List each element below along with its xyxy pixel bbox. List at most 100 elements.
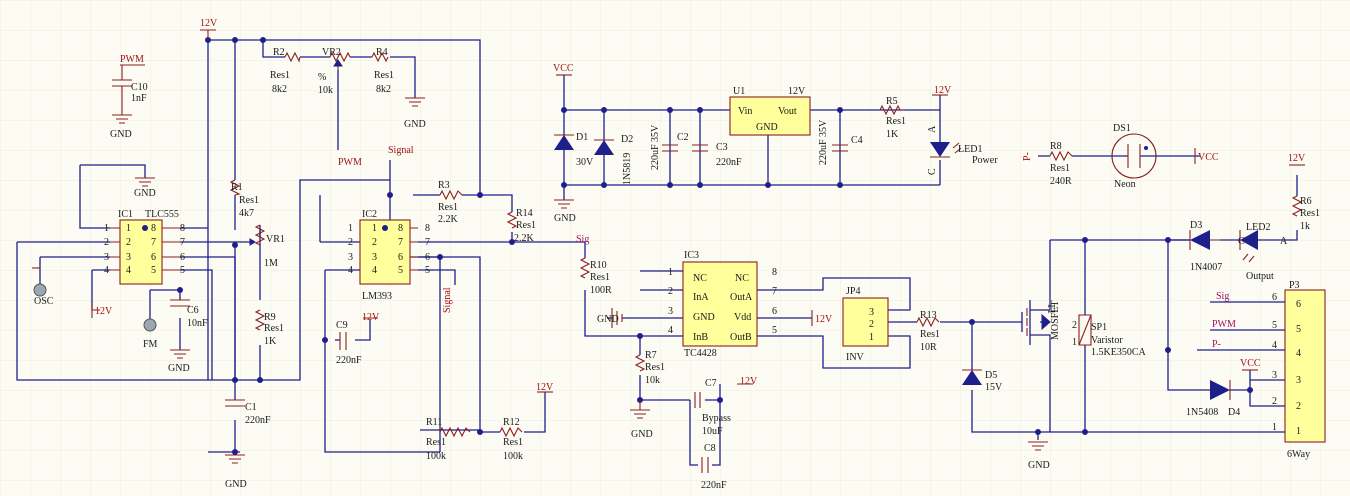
svg-text:InA: InA — [693, 292, 709, 303]
svg-text:2: 2 — [668, 286, 673, 297]
resistor-r2: R2 Res1 8k2 — [270, 47, 301, 95]
svg-text:LED2: LED2 — [1246, 222, 1270, 233]
svg-text:IC2: IC2 — [362, 209, 377, 220]
svg-text:10R: 10R — [920, 342, 937, 353]
svg-text:5: 5 — [151, 265, 156, 276]
svg-text:GND: GND — [693, 312, 715, 323]
svg-text:2: 2 — [126, 237, 131, 248]
svg-text:4k7: 4k7 — [239, 208, 254, 219]
svg-text:R10: R10 — [590, 260, 607, 271]
svg-text:5: 5 — [425, 265, 430, 276]
svg-text:P-: P- — [1022, 152, 1033, 161]
resistor-r6: 12V R6 Res1 1k — [1288, 153, 1320, 232]
resistor-r11: R11 Res1 100k — [426, 417, 471, 462]
svg-text:D3: D3 — [1190, 220, 1202, 231]
resistor-r9: R9 Res1 1K — [254, 309, 284, 347]
svg-text:7: 7 — [151, 237, 156, 248]
svg-text:GND: GND — [168, 363, 190, 374]
svg-text:VR2: VR2 — [322, 47, 341, 58]
svg-text:Vout: Vout — [778, 106, 797, 117]
svg-text:6: 6 — [180, 252, 185, 263]
svg-text:3: 3 — [1272, 370, 1277, 381]
resistor-r13: R13 Res1 10R — [916, 310, 940, 353]
probe-fm: FM — [143, 318, 158, 350]
svg-text:NC: NC — [693, 273, 707, 284]
svg-text:R2: R2 — [273, 47, 285, 58]
svg-text:Output: Output — [1246, 271, 1274, 282]
gnd-mosfet: GND — [1028, 441, 1050, 471]
svg-text:8k2: 8k2 — [376, 84, 391, 95]
svg-text:GND: GND — [1028, 460, 1050, 471]
svg-text:7: 7 — [180, 237, 185, 248]
capacitor-c4: 220uF 35V C4 — [818, 119, 863, 165]
svg-text:R7: R7 — [645, 350, 657, 361]
svg-text:IC1: IC1 — [118, 209, 133, 220]
svg-text:GND: GND — [631, 429, 653, 440]
svg-text:1: 1 — [668, 267, 673, 278]
svg-text:D5: D5 — [985, 370, 997, 381]
svg-text:6: 6 — [1272, 292, 1277, 303]
svg-text:10nF: 10nF — [187, 318, 208, 329]
svg-text:1nF: 1nF — [131, 93, 147, 104]
svg-text:100k: 100k — [503, 451, 523, 462]
svg-text:INV: INV — [846, 352, 865, 363]
svg-text:2: 2 — [1272, 396, 1277, 407]
svg-text:VR1: VR1 — [266, 234, 285, 245]
svg-text:D4: D4 — [1228, 407, 1240, 418]
svg-text:12V: 12V — [815, 314, 833, 325]
junctions-right — [1035, 237, 1253, 435]
svg-text:VCC: VCC — [553, 63, 574, 74]
svg-text:R8: R8 — [1050, 141, 1062, 152]
svg-text:A: A — [927, 125, 938, 133]
ic1-tlc555: IC1 TLC555 1 2 3 4 1 2 3 4 8 7 6 5 8 7 6… — [104, 209, 185, 285]
resistor-r3: R3 Res1 2.2K — [438, 180, 463, 225]
svg-text:12V: 12V — [740, 376, 758, 387]
svg-text:6: 6 — [1296, 299, 1301, 310]
svg-text:7: 7 — [425, 237, 430, 248]
svg-text:R4: R4 — [376, 47, 388, 58]
svg-text:Res1: Res1 — [426, 437, 446, 448]
diode-d3: D3 1N4007 — [1189, 220, 1222, 273]
varistor-sp1: SP1 Varistor 1.5KE350CA 2 1 — [1072, 240, 1147, 432]
svg-text:1: 1 — [104, 223, 109, 234]
svg-text:2: 2 — [1072, 320, 1077, 331]
svg-text:5: 5 — [1296, 324, 1301, 335]
svg-text:1: 1 — [126, 223, 131, 234]
svg-text:5: 5 — [180, 265, 185, 276]
svg-text:PWM: PWM — [1212, 319, 1236, 330]
schottky-d2: D2 1N5819 — [594, 134, 633, 185]
svg-text:GND: GND — [134, 188, 156, 199]
svg-text:4: 4 — [126, 265, 131, 276]
svg-text:220uF 35V: 220uF 35V — [818, 119, 829, 165]
svg-text:A: A — [1280, 236, 1288, 247]
svg-text:TLC555: TLC555 — [145, 209, 179, 220]
resistor-r1: R1 Res1 4k7 — [229, 179, 259, 219]
svg-text:%: % — [318, 72, 326, 83]
svg-text:FM: FM — [143, 339, 158, 350]
svg-text:Res1: Res1 — [886, 116, 906, 127]
ic2-lm393: IC2 LM393 1 2 3 4 1 2 3 4 8 7 6 5 8 7 6 … — [348, 209, 430, 302]
svg-text:R1: R1 — [231, 182, 243, 193]
svg-text:U1: U1 — [733, 86, 745, 97]
svg-text:C: C — [1238, 236, 1245, 247]
power-vcc-top: VCC GND — [553, 63, 576, 224]
svg-text:220nF: 220nF — [701, 480, 727, 491]
svg-text:D1: D1 — [576, 132, 588, 143]
svg-text:Res1: Res1 — [920, 329, 940, 340]
resistor-r12: R12 Res1 100k 12V — [499, 382, 554, 462]
svg-text:Sig: Sig — [1216, 291, 1229, 302]
svg-text:SP1: SP1 — [1091, 322, 1107, 333]
svg-text:30V: 30V — [576, 157, 594, 168]
svg-text:1N5408: 1N5408 — [1186, 407, 1218, 418]
net-signal-top: Signal — [388, 145, 414, 156]
svg-text:8: 8 — [398, 223, 403, 234]
resistor-r4: R4 Res1 8k2 GND — [371, 47, 426, 130]
potentiometer-vr2: VR2 % 10k — [318, 47, 351, 96]
svg-text:2.2K: 2.2K — [438, 214, 459, 225]
svg-text:4: 4 — [1296, 348, 1301, 359]
svg-text:1: 1 — [1072, 337, 1077, 348]
svg-text:1: 1 — [348, 223, 353, 234]
svg-text:1: 1 — [1296, 426, 1301, 437]
svg-text:220nF: 220nF — [336, 355, 362, 366]
